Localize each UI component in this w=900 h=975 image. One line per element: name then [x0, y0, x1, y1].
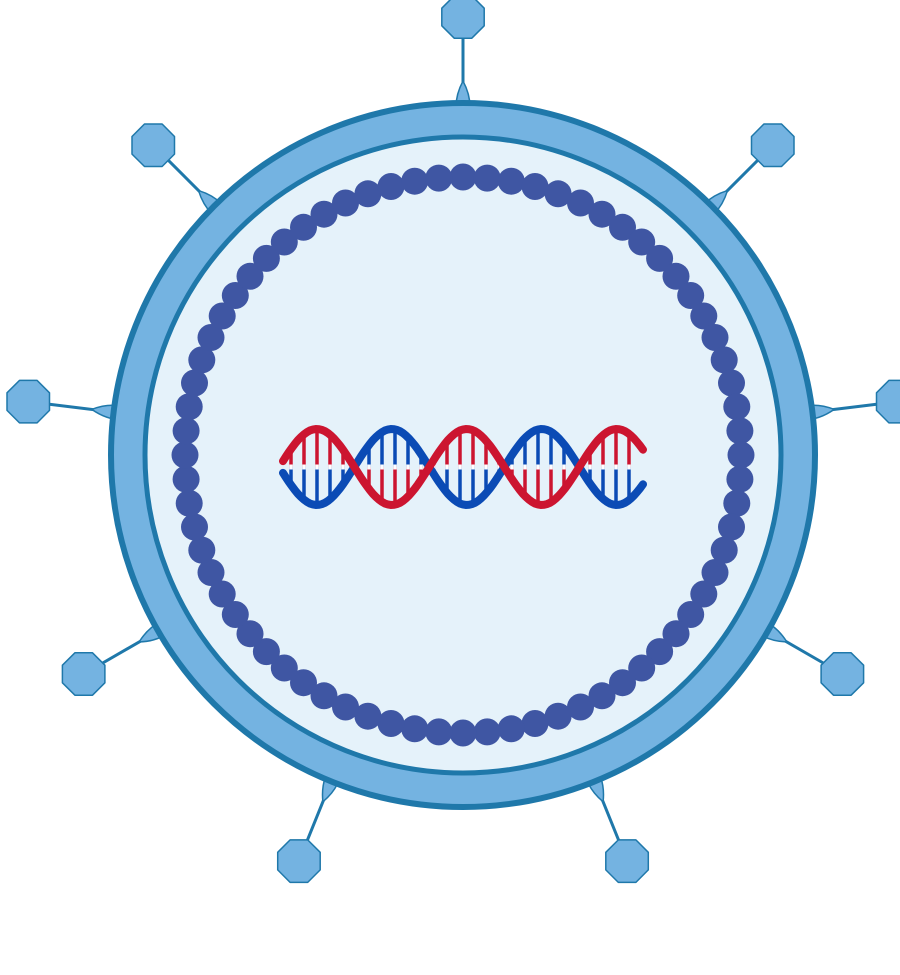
capsid-bead [188, 536, 216, 564]
capsid-bead [221, 282, 249, 309]
capsid-bead [197, 559, 225, 586]
capsid-bead [473, 718, 501, 746]
capsid-bead [628, 228, 656, 256]
spike-head [605, 839, 650, 884]
capsid-bead [497, 167, 525, 195]
spike-head [131, 123, 176, 168]
capsid-bead [208, 302, 236, 330]
capsid-bead [726, 465, 754, 493]
capsid-bead [723, 393, 751, 421]
capsid-bead [690, 580, 718, 608]
capsid-bead [677, 601, 705, 628]
capsid-bead [181, 369, 208, 397]
capsid-bead [401, 167, 429, 195]
capsid-bead [181, 513, 208, 541]
capsid-bead [197, 324, 225, 351]
capsid-bead [449, 163, 477, 191]
capsid-bead [662, 620, 690, 648]
capsid-bead [567, 189, 594, 217]
capsid-bead [701, 559, 729, 586]
capsid-bead [544, 180, 572, 208]
spike-head [875, 379, 900, 424]
capsid-bead [473, 164, 501, 192]
capsid-bead [252, 244, 280, 272]
spike-head [750, 123, 795, 168]
capsid-bead [710, 536, 738, 564]
capsid-bead [497, 715, 525, 743]
capsid-bead [236, 262, 264, 290]
capsid-bead [221, 601, 249, 628]
capsid-bead [646, 638, 674, 666]
capsid-bead [270, 654, 298, 682]
dna-helix [279, 424, 647, 510]
capsid-ring [171, 163, 755, 747]
viral-envelope [108, 100, 818, 810]
capsid-bead [332, 693, 359, 721]
capsid-bead [188, 346, 216, 374]
capsid-bead [677, 282, 705, 309]
capsid-bead [690, 302, 718, 330]
dna-strand-red [279, 424, 647, 510]
capsid-bead [662, 262, 690, 290]
capsid-bead [588, 200, 616, 228]
capsid-bead [588, 682, 616, 710]
capsid-bead [723, 489, 751, 517]
capsid-bead [567, 693, 594, 721]
capsid-bead [609, 669, 636, 697]
capsid-bead [701, 324, 729, 351]
spike-head [61, 652, 106, 696]
dna-strand-blue [279, 424, 647, 510]
capsid-bead [544, 702, 572, 730]
capsid-bead [377, 710, 405, 737]
spike-head [820, 652, 865, 696]
spike-head [276, 839, 321, 884]
capsid-bead [710, 346, 738, 374]
capsid-bead [172, 465, 200, 493]
capsid-bead [310, 200, 338, 228]
capsid-bead [236, 620, 264, 648]
capsid-bead [252, 638, 280, 666]
capsid-bead [727, 441, 755, 469]
capsid-bead [172, 417, 200, 445]
capsid-bead [377, 173, 405, 200]
capsid-bead [175, 393, 203, 421]
capsid-bead [726, 417, 754, 445]
capsid-bead [332, 189, 359, 217]
capsid-bead [401, 715, 429, 743]
envelope-inner [142, 134, 784, 776]
capsid-bead [175, 489, 203, 517]
capsid-bead [208, 580, 236, 608]
spike-head [6, 379, 51, 424]
capsid-bead [521, 710, 549, 737]
capsid-bead [354, 180, 382, 208]
capsid-bead [521, 173, 549, 200]
capsid-bead [718, 369, 745, 397]
capsid-bead [628, 654, 656, 682]
capsid-bead [290, 213, 317, 241]
capsid-bead [310, 682, 338, 710]
capsid-bead [354, 702, 382, 730]
capsid-bead [718, 513, 745, 541]
capsid-bead [270, 228, 298, 256]
capsid-bead [171, 441, 199, 469]
spike-head [441, 0, 485, 39]
capsid-bead [646, 244, 674, 272]
capsid-bead [425, 164, 453, 192]
capsid-bead [609, 213, 636, 241]
capsid-bead [290, 669, 317, 697]
capsid-bead [425, 718, 453, 746]
capsid-bead [449, 719, 477, 747]
